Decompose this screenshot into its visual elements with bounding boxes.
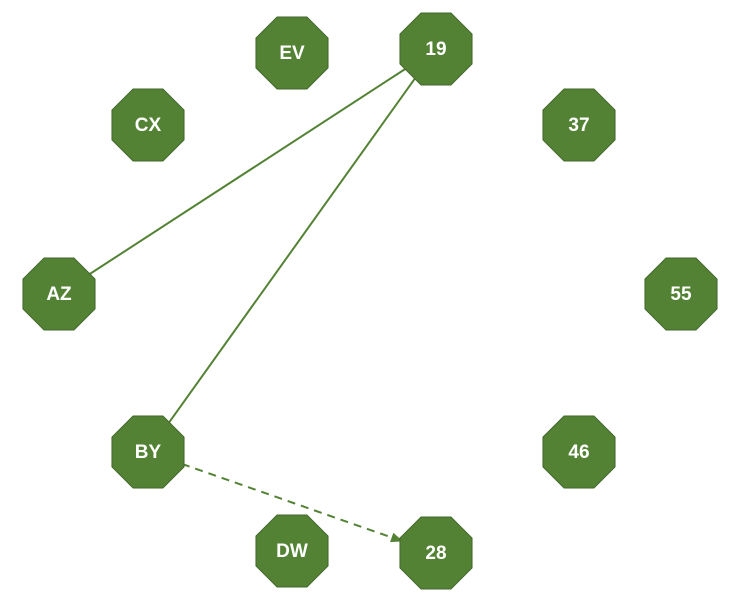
node-label: BY bbox=[135, 442, 162, 463]
node-octagon bbox=[111, 415, 185, 489]
node-label: CX bbox=[135, 115, 162, 136]
node-37: 37 bbox=[542, 88, 616, 162]
node-by: BY bbox=[111, 415, 185, 489]
node-octagon bbox=[255, 16, 329, 90]
node-octagon bbox=[111, 88, 185, 162]
node-cx: CX bbox=[111, 88, 185, 162]
node-46: 46 bbox=[542, 415, 616, 489]
node-octagon bbox=[399, 516, 473, 590]
node-octagon bbox=[644, 257, 718, 331]
node-19: 19 bbox=[399, 12, 473, 86]
edges-layer bbox=[88, 67, 416, 543]
node-octagon bbox=[399, 12, 473, 86]
node-label: EV bbox=[279, 43, 305, 64]
edge-19-by bbox=[168, 77, 416, 424]
edge-19-az bbox=[88, 67, 407, 276]
node-label: 19 bbox=[425, 39, 446, 60]
node-octagon bbox=[255, 514, 329, 588]
node-label: 46 bbox=[568, 442, 589, 463]
node-octagon bbox=[542, 88, 616, 162]
node-label: 28 bbox=[425, 543, 446, 564]
node-dw: DW bbox=[255, 514, 329, 588]
node-label: 37 bbox=[568, 115, 589, 136]
node-28: 28 bbox=[399, 516, 473, 590]
edge-by-28 bbox=[181, 462, 403, 543]
node-label: AZ bbox=[46, 284, 72, 305]
node-az: AZ bbox=[22, 257, 96, 331]
node-label: DW bbox=[276, 541, 308, 562]
node-label: 55 bbox=[670, 284, 692, 305]
node-55: 55 bbox=[644, 257, 718, 331]
node-octagon bbox=[22, 257, 96, 331]
node-octagon bbox=[542, 415, 616, 489]
node-ev: EV bbox=[255, 16, 329, 90]
